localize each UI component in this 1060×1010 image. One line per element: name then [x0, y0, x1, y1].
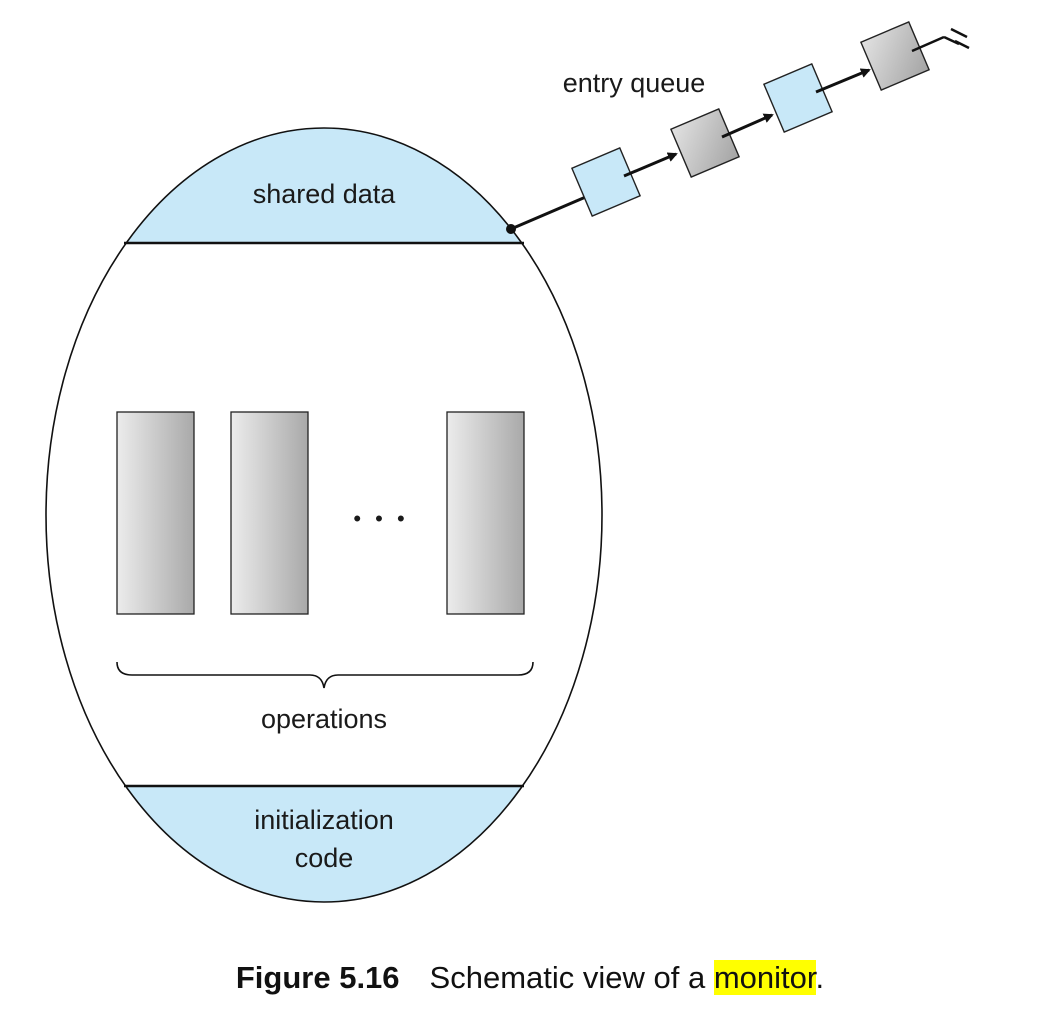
queue-arrow — [623, 152, 678, 178]
initialization-label: initialization — [254, 805, 394, 835]
queue-arrow — [815, 68, 871, 94]
operations-brace — [116, 661, 534, 689]
caption-text: Schematic view of a — [429, 960, 714, 995]
queue-node — [669, 107, 741, 179]
figure-number: Figure 5.16 — [235, 960, 400, 995]
queue-node — [570, 146, 642, 218]
figure-caption: Figure 5.16 Schematic view of a monitor. — [0, 960, 1060, 996]
null-terminator-icon — [911, 27, 970, 53]
monitor-diagram: shared data entry queue • • • operations… — [45, 20, 970, 903]
caption-period: . — [815, 960, 825, 995]
shared-data-label: shared data — [253, 179, 397, 209]
operation-box — [116, 411, 195, 615]
queue-node — [859, 20, 931, 92]
queue-arrow — [721, 113, 774, 139]
operation-box — [446, 411, 525, 615]
operation-box — [230, 411, 309, 615]
entry-queue-label: entry queue — [563, 68, 706, 98]
operations-label: operations — [261, 704, 387, 734]
queue-node — [762, 62, 834, 134]
ellipsis-label: • • • — [353, 506, 408, 531]
queue-link — [510, 194, 589, 231]
code-label: code — [295, 843, 354, 873]
monitor-oval — [45, 127, 603, 903]
caption-highlight: monitor — [713, 960, 816, 995]
